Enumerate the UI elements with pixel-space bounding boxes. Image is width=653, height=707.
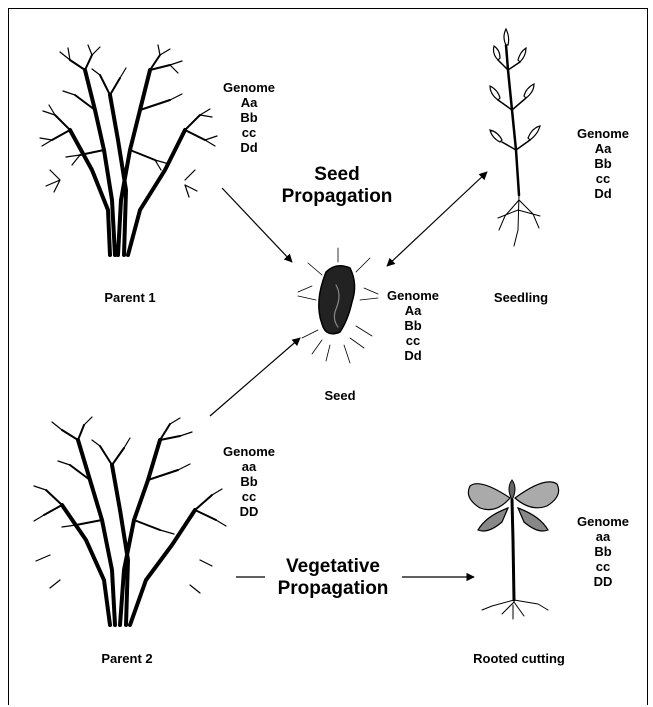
allele: Bb xyxy=(212,110,286,125)
seed-genome: Genome Aa Bb cc Dd xyxy=(376,288,450,363)
seedling-illustration xyxy=(490,29,540,246)
parent2-tree-illustration xyxy=(34,417,226,625)
seed-propagation-line1: Seed xyxy=(262,164,412,186)
allele: cc xyxy=(212,489,286,504)
allele: Bb xyxy=(212,474,286,489)
parent1-label: Parent 1 xyxy=(85,290,175,305)
allele: Dd xyxy=(212,140,286,155)
seed-illustration xyxy=(298,248,378,363)
vegetative-propagation-title: Vegetative Propagation xyxy=(258,556,408,600)
allele: aa xyxy=(566,529,640,544)
allele: Bb xyxy=(566,156,640,171)
seedling-genome: Genome Aa Bb cc Dd xyxy=(566,126,640,201)
seed-propagation-title: Seed Propagation xyxy=(262,164,412,208)
genome-title: Genome xyxy=(566,514,640,529)
seedling-label: Seedling xyxy=(476,290,566,305)
genome-title: Genome xyxy=(566,126,640,141)
allele: DD xyxy=(212,504,286,519)
allele: cc xyxy=(566,559,640,574)
allele: cc xyxy=(212,125,286,140)
allele: Bb xyxy=(376,318,450,333)
genome-title: Genome xyxy=(212,80,286,95)
rooted-cutting-label: Rooted cutting xyxy=(454,651,584,666)
seed-label: Seed xyxy=(310,388,370,403)
allele: Dd xyxy=(566,186,640,201)
allele: Aa xyxy=(376,303,450,318)
genome-title: Genome xyxy=(212,444,286,459)
allele: Dd xyxy=(376,348,450,363)
seed-propagation-line2: Propagation xyxy=(262,186,412,208)
allele: Bb xyxy=(566,544,640,559)
parent2-label: Parent 2 xyxy=(82,651,172,666)
rooted-cutting-genome: Genome aa Bb cc DD xyxy=(566,514,640,589)
genome-title: Genome xyxy=(376,288,450,303)
vegetative-propagation-line2: Propagation xyxy=(258,578,408,600)
allele: aa xyxy=(212,459,286,474)
arrow-parent2-to-seed xyxy=(210,338,300,416)
parent1-genome: Genome Aa Bb cc Dd xyxy=(212,80,286,155)
allele: Aa xyxy=(566,141,640,156)
allele: DD xyxy=(566,574,640,589)
rooted-cutting-illustration xyxy=(468,480,558,619)
parent1-tree-illustration xyxy=(40,45,217,255)
allele: Aa xyxy=(212,95,286,110)
parent2-genome: Genome aa Bb cc DD xyxy=(212,444,286,519)
allele: cc xyxy=(376,333,450,348)
allele: cc xyxy=(566,171,640,186)
vegetative-propagation-line1: Vegetative xyxy=(258,556,408,578)
